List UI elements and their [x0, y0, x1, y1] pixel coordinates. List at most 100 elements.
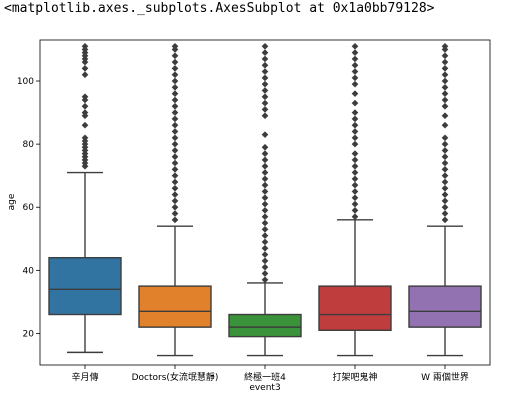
outlier-point: [171, 65, 179, 72]
outlier-point: [441, 172, 449, 180]
outlier-point: [441, 210, 449, 217]
outlier-point: [261, 194, 269, 202]
outlier-point: [171, 109, 179, 116]
outlier-point: [81, 71, 89, 79]
outlier-point: [171, 71, 179, 79]
outlier-point: [441, 216, 449, 224]
outlier-point: [261, 112, 269, 120]
outlier-point: [261, 251, 269, 258]
x-tick-label: Doctors(女流氓慧靜): [132, 371, 219, 383]
outlier-point: [261, 61, 269, 69]
outlier-point: [441, 147, 449, 154]
y-tick-label: 100: [17, 77, 34, 87]
box-group: [138, 42, 212, 357]
outlier-point: [261, 270, 269, 277]
outlier-point: [171, 172, 179, 180]
outlier-point: [351, 134, 359, 142]
outlier-point: [171, 77, 179, 85]
outlier-point: [351, 42, 359, 50]
outlier-point: [171, 165, 179, 173]
box-group: [408, 42, 482, 357]
x-tick-label: 辛月傳: [71, 371, 98, 383]
outlier-point: [261, 68, 269, 75]
outlier-point: [351, 150, 359, 157]
outlier-point: [171, 216, 179, 224]
outlier-point: [351, 188, 359, 195]
outlier-point: [261, 206, 269, 214]
outlier-point: [81, 65, 89, 72]
box-iqr: [48, 257, 122, 316]
outlier-point: [441, 71, 449, 79]
outlier-point: [351, 49, 359, 57]
outlier-point: [171, 191, 179, 199]
outlier-point: [81, 93, 89, 101]
outlier-point: [351, 213, 359, 221]
outlier-point: [351, 74, 359, 82]
outlier-point: [261, 263, 269, 271]
outlier-point: [261, 143, 269, 151]
outlier-point: [261, 232, 269, 240]
outlier-point: [351, 175, 359, 183]
outlier-point: [441, 197, 449, 205]
outlier-point: [261, 257, 269, 265]
outlier-point: [351, 140, 359, 148]
outlier-point: [261, 55, 269, 63]
outlier-point: [171, 128, 179, 135]
outlier-point: [171, 134, 179, 142]
outlier-point: [351, 115, 359, 123]
outlier-point: [171, 159, 179, 167]
outlier-point: [261, 99, 269, 107]
y-tick-label: 20: [23, 329, 35, 339]
outlier-point: [351, 61, 359, 69]
outlier-point: [261, 87, 269, 94]
outlier-point: [441, 153, 449, 161]
x-axis-label: event3: [249, 383, 280, 393]
x-tick-label: 終極一班4: [244, 371, 286, 383]
outlier-point: [261, 175, 269, 183]
outlier-point: [261, 276, 269, 284]
outlier-point: [171, 140, 179, 148]
outlier-point: [171, 184, 179, 192]
box-iqr: [318, 285, 392, 331]
outlier-point: [441, 65, 449, 72]
outlier-point: [171, 83, 179, 91]
outlier-point: [441, 159, 449, 167]
outlier-point: [171, 197, 179, 205]
outlier-point: [441, 77, 449, 85]
outlier-point: [261, 49, 269, 57]
outlier-point: [441, 165, 449, 173]
outlier-point: [351, 200, 359, 208]
outlier-point: [261, 162, 269, 170]
outlier-point: [81, 102, 89, 110]
outlier-point: [261, 244, 269, 252]
outlier-point: [261, 42, 269, 50]
outlier-point: [171, 203, 179, 211]
outlier-point: [81, 109, 89, 116]
outlier-point: [351, 55, 359, 63]
y-tick-label: 60: [23, 203, 35, 213]
outlier-point: [351, 206, 359, 214]
outlier-point: [441, 58, 449, 66]
outlier-point: [351, 169, 359, 176]
outlier-point: [171, 42, 179, 50]
outlier-point: [171, 52, 179, 60]
outlier-point: [351, 90, 359, 98]
outlier-point: [171, 121, 179, 129]
outlier-point: [171, 96, 179, 104]
box-iqr: [138, 285, 212, 328]
outlier-point: [441, 184, 449, 192]
box-iqr: [228, 313, 302, 338]
outlier-point: [261, 200, 269, 208]
outlier-point: [351, 80, 359, 88]
outlier-point: [441, 90, 449, 98]
outlier-point: [261, 225, 269, 233]
box-group: [228, 42, 302, 357]
outlier-point: [261, 80, 269, 88]
outlier-point: [351, 156, 359, 164]
outlier-point: [441, 121, 449, 129]
box-iqr: [408, 285, 482, 328]
outlier-point: [351, 121, 359, 129]
box-group: [48, 42, 122, 354]
outlier-point: [171, 147, 179, 154]
